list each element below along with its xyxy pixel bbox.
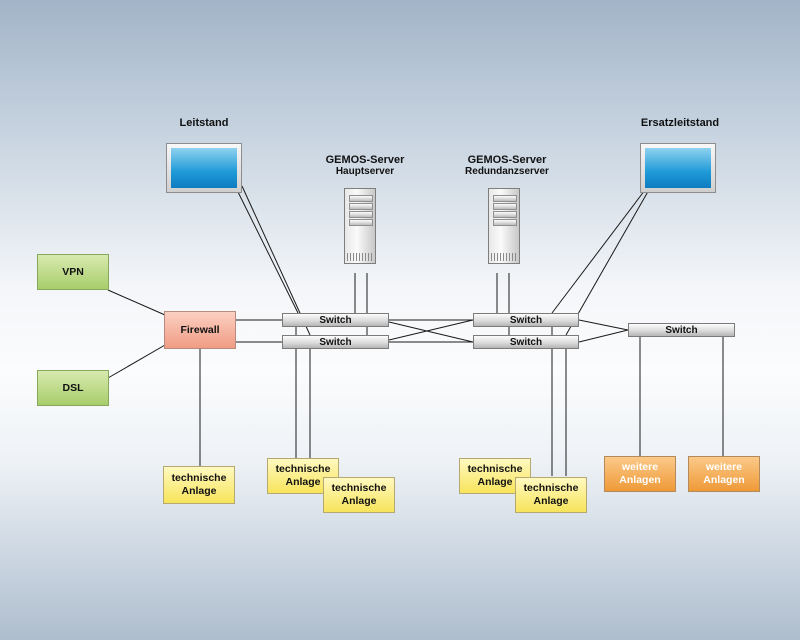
switch-2: Switch xyxy=(282,335,389,349)
drive-bay xyxy=(493,195,517,202)
gemos-server-title: GEMOS-Server xyxy=(467,154,547,166)
switch-4: Switch xyxy=(473,335,579,349)
redundanzserver-label: Redundanzserver xyxy=(465,166,549,177)
vpn-node: VPN xyxy=(37,254,109,290)
weitere-anlagen-2: weitere Anlagen xyxy=(688,456,760,492)
technische-anlage-3: technische Anlage xyxy=(323,477,395,513)
drive-bay xyxy=(493,211,517,218)
redundanzserver-icon xyxy=(488,188,520,264)
screen xyxy=(171,148,237,188)
technische-anlage-5: technische Anlage xyxy=(515,477,587,513)
drive-bay xyxy=(349,211,373,218)
leitstand-monitor-icon xyxy=(166,143,242,193)
switch-1: Switch xyxy=(282,313,389,327)
screen xyxy=(645,148,711,188)
technische-anlage-1: technische Anlage xyxy=(163,466,235,504)
hauptserver-icon xyxy=(344,188,376,264)
ersatzleitstand-monitor-icon xyxy=(640,143,716,193)
hauptserver-label: Hauptserver xyxy=(335,166,395,177)
gemos-server-main-label: GEMOS-Server Hauptserver xyxy=(316,154,414,177)
gemos-server-redundant-label: GEMOS-Server Redundanzserver xyxy=(455,154,559,177)
weitere-anlagen-1: weitere Anlagen xyxy=(604,456,676,492)
drive-bay xyxy=(493,219,517,226)
drive-bay xyxy=(349,219,373,226)
drive-bay xyxy=(493,203,517,210)
firewall-node: Firewall xyxy=(164,311,236,349)
technische-anlage-4: technische Anlage xyxy=(459,458,531,494)
technische-anlage-2: technische Anlage xyxy=(267,458,339,494)
switch-3: Switch xyxy=(473,313,579,327)
drive-bay xyxy=(349,195,373,202)
vent xyxy=(347,253,373,261)
drive-bay xyxy=(349,203,373,210)
gemos-server-title: GEMOS-Server xyxy=(325,154,405,166)
ersatzleitstand-label: Ersatzleitstand xyxy=(640,117,720,129)
vent xyxy=(491,253,517,261)
leitstand-label: Leitstand xyxy=(179,117,229,129)
switch-5: Switch xyxy=(628,323,735,337)
dsl-node: DSL xyxy=(37,370,109,406)
